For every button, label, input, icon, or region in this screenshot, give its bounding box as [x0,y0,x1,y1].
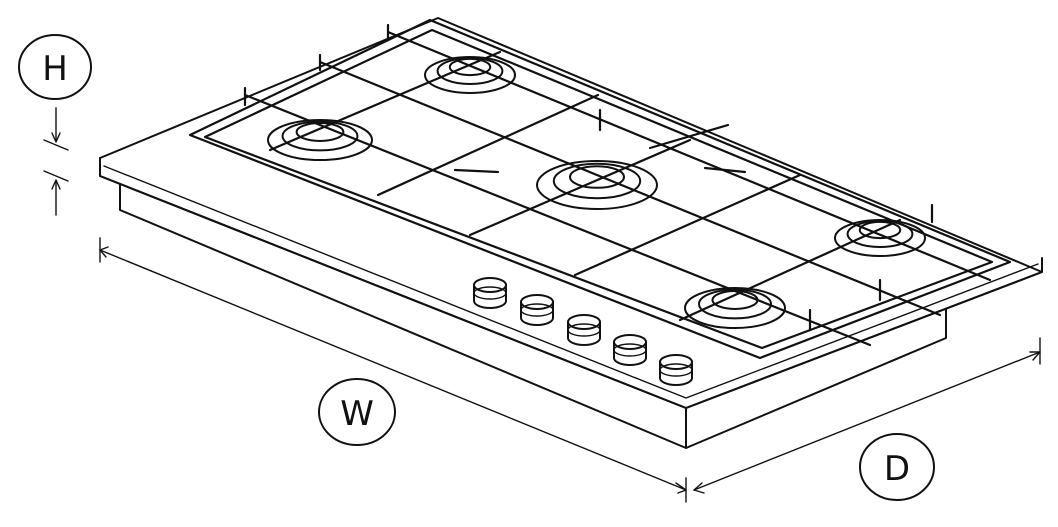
label-depth-ellipse [859,433,935,501]
label-width-text: W [340,394,374,434]
burner-1 [267,119,373,161]
knob-2 [520,294,554,326]
burners [267,56,926,329]
burner-2 [424,56,516,94]
height-arrow-top-head [51,132,61,143]
grate-finger-1 [453,168,500,174]
height-arrow-bottom-head [51,179,61,190]
label-depth-text: D [884,449,910,489]
width-left-arrow [99,246,109,258]
label-width: W [318,378,396,446]
burner-5 [834,219,926,257]
grate-finger-3 [703,166,747,174]
burner-4 [684,287,786,329]
glass-edge-inner-line [103,165,1039,399]
cooktop-body [99,17,1043,449]
width-right-arrow [675,482,687,494]
label-height: H [18,34,92,100]
depth-right-arrow [1029,351,1041,361]
grate-bar-5 [468,138,692,237]
grate-bar-7 [678,218,902,322]
dimension-lines [43,107,1041,503]
grate-bar-8 [268,50,502,152]
grate-bar-6 [573,173,802,277]
label-width-ellipse [318,378,396,446]
knob-5 [659,354,693,386]
control-knobs [473,277,693,386]
knob-4 [613,334,647,366]
label-height-ellipse [18,34,92,100]
height-bottom-tick [43,170,69,182]
depth-dimension-line [693,351,1041,491]
burner-3 [536,160,658,210]
grate-outer-frame [188,18,1012,360]
depth-left-arrow [693,482,705,494]
grate-inner-frame [203,28,994,350]
grate-bar-4 [376,93,600,197]
label-depth: D [859,433,935,501]
grate-bar-1 [243,93,872,347]
height-top-tick [43,139,69,151]
grate-bar-2 [318,60,942,317]
knob-1 [473,277,507,309]
knob-3 [567,314,601,346]
grate-finger-4 [648,123,730,150]
width-dimension-line [99,249,687,491]
pan-grates [188,18,1012,360]
grate-bar-3 [386,30,992,282]
label-height-text: H [42,49,68,89]
